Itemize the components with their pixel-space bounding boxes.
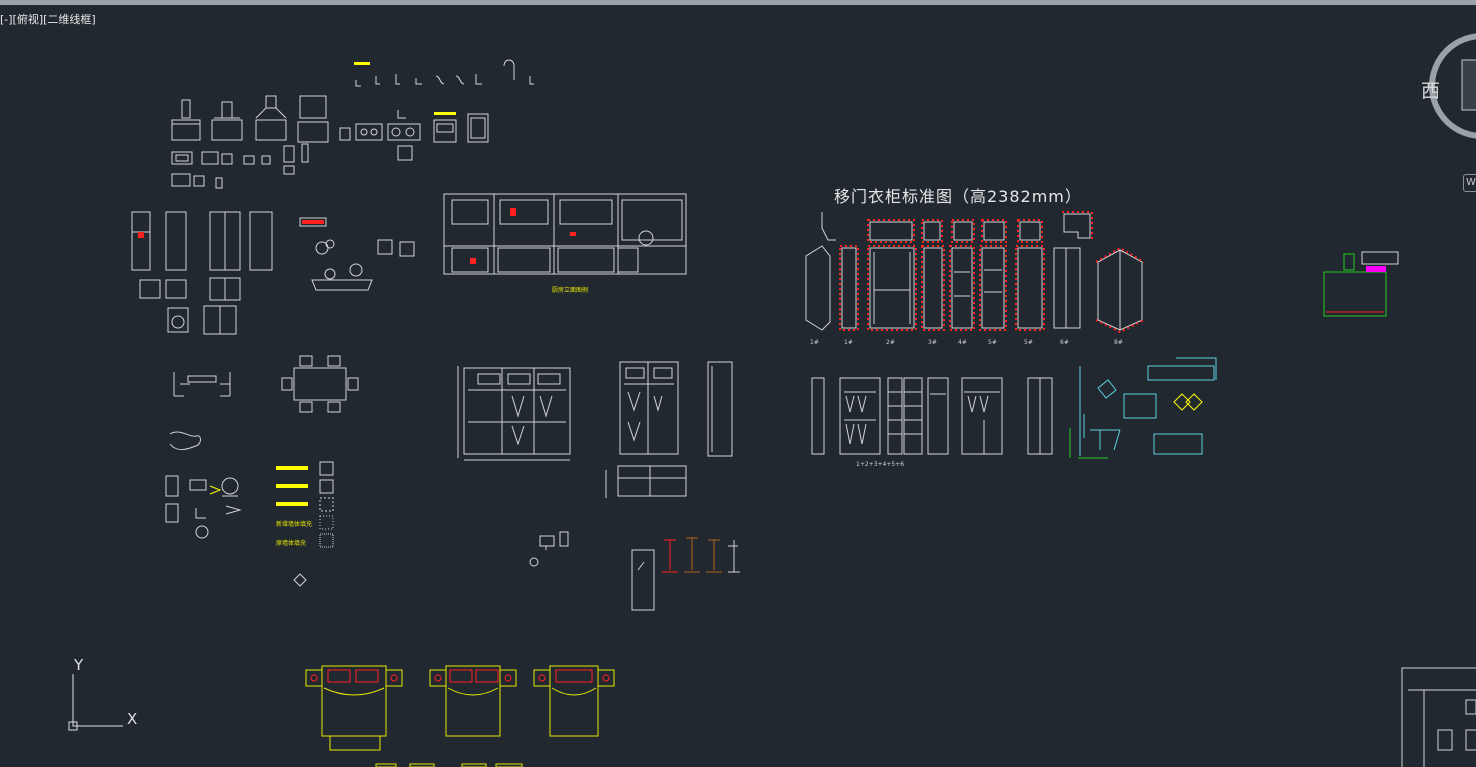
cabinet-label: 6#: [1060, 339, 1069, 346]
wardrobe-elevation-a: [457, 366, 571, 461]
cooktop-symbols: [339, 110, 489, 161]
cabinet-label: 2#: [886, 339, 895, 346]
yellow-marker: [434, 112, 456, 115]
ucs-icon: [72, 674, 123, 727]
kitchen-note: 厨房立面图例: [552, 286, 588, 294]
bed-plan-symbols: [305, 665, 615, 767]
cabinet-label: 4#: [958, 339, 967, 346]
kitchen-elevation: [443, 193, 687, 275]
wardrobe-drawing-title: 移门衣柜标准图（高2382mm）: [834, 187, 1082, 206]
viewcube-face: [1461, 59, 1476, 111]
wardrobe-red-dimension-marks: [839, 211, 1145, 334]
window-top-border: [0, 0, 1476, 5]
legend-note-1: 新增墙体填充: [276, 520, 312, 528]
partial-floorplan-bottom-right: [1401, 667, 1476, 767]
ucs-x-label: X: [127, 710, 138, 728]
cabinet-label: 5#: [1024, 339, 1033, 346]
wcs-menu-button[interactable]: W: [1463, 174, 1476, 192]
cabinet-sub-label: 1+2+3+4+5+6: [856, 461, 904, 468]
small-appliance-symbols: [171, 143, 309, 189]
yellow-diamond-symbols: [1173, 393, 1203, 411]
cabinet-label: 5#: [988, 339, 997, 346]
bar-stool-symbols: [662, 537, 740, 573]
right-side-block: [1323, 251, 1399, 317]
bed-pillows: [310, 669, 610, 683]
dining-set-symbols: [173, 355, 359, 413]
decor-symbols: [299, 217, 415, 291]
cabinet-label: 3#: [928, 339, 937, 346]
yellow-marker: [354, 62, 370, 65]
wardrobe-interior-row: [811, 377, 1053, 455]
ucs-y-label: Y: [74, 656, 84, 674]
legend-note-2: 原墙体填充: [276, 539, 306, 547]
faucet-symbols: [355, 59, 534, 87]
hatch-legend: [276, 461, 334, 548]
viewcube-west-label[interactable]: 西: [1421, 80, 1441, 102]
monitor-and-phone-symbols: [529, 531, 655, 611]
viewcube-compass-ring: [1429, 33, 1476, 139]
wardrobe-elevation-b: [605, 361, 733, 498]
cabinet-label: 1#: [810, 339, 819, 346]
refrigerator-symbols: [131, 211, 273, 335]
cabinet-label: 1#: [844, 339, 853, 346]
cabinet-label: 8#: [1114, 339, 1123, 346]
yellow-arrow-symbol: [209, 485, 222, 495]
viewport-controls-label[interactable]: [-][俯视][二维线框]: [0, 13, 96, 26]
bathroom-symbols: [165, 431, 242, 539]
north-symbol: [293, 573, 307, 587]
ucs-origin-box: [68, 721, 78, 731]
range-hood-symbols: [171, 95, 329, 143]
green-dimension-lines: [1069, 428, 1108, 459]
cyan-furniture-symbols: [1079, 357, 1217, 456]
wardrobe-standard-cabinets: [805, 212, 1143, 331]
